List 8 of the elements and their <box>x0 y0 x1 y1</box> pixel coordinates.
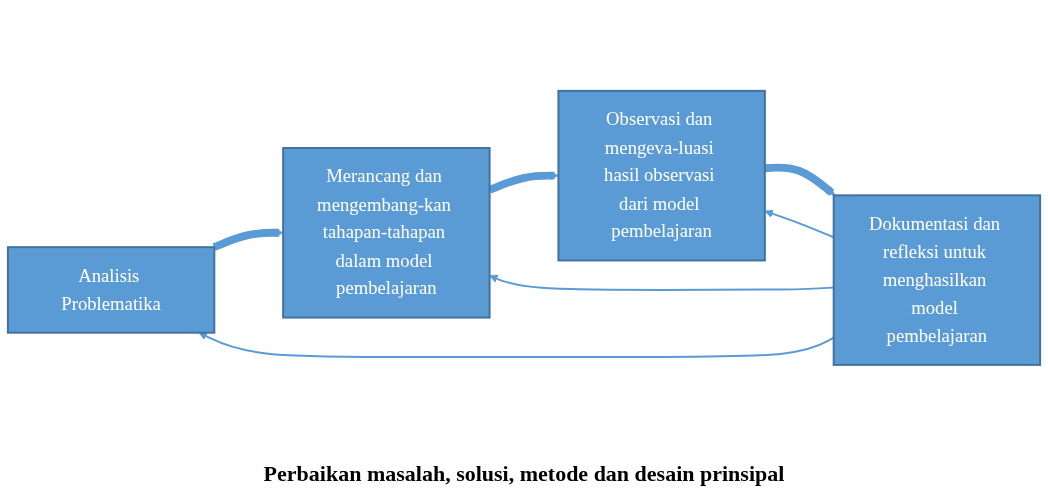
arrow <box>488 170 559 194</box>
node-box: Merancang dan mengembang-kan tahapan-tahapan dalam model pembelajaran <box>282 146 491 319</box>
node-box: Analisis Problematika <box>6 245 216 334</box>
arrow <box>212 228 284 251</box>
node-box: Dokumentasi dan refleksi untuk menghasilkan model pembelajaran <box>832 193 1042 366</box>
caption: Perbaikan masalah, solusi, metode dan desain prinsipal <box>263 461 785 487</box>
arrow <box>764 163 836 196</box>
node-box: Observasi dan mengeva-luasi hasil observasi dari model pembelajaran <box>557 89 766 262</box>
